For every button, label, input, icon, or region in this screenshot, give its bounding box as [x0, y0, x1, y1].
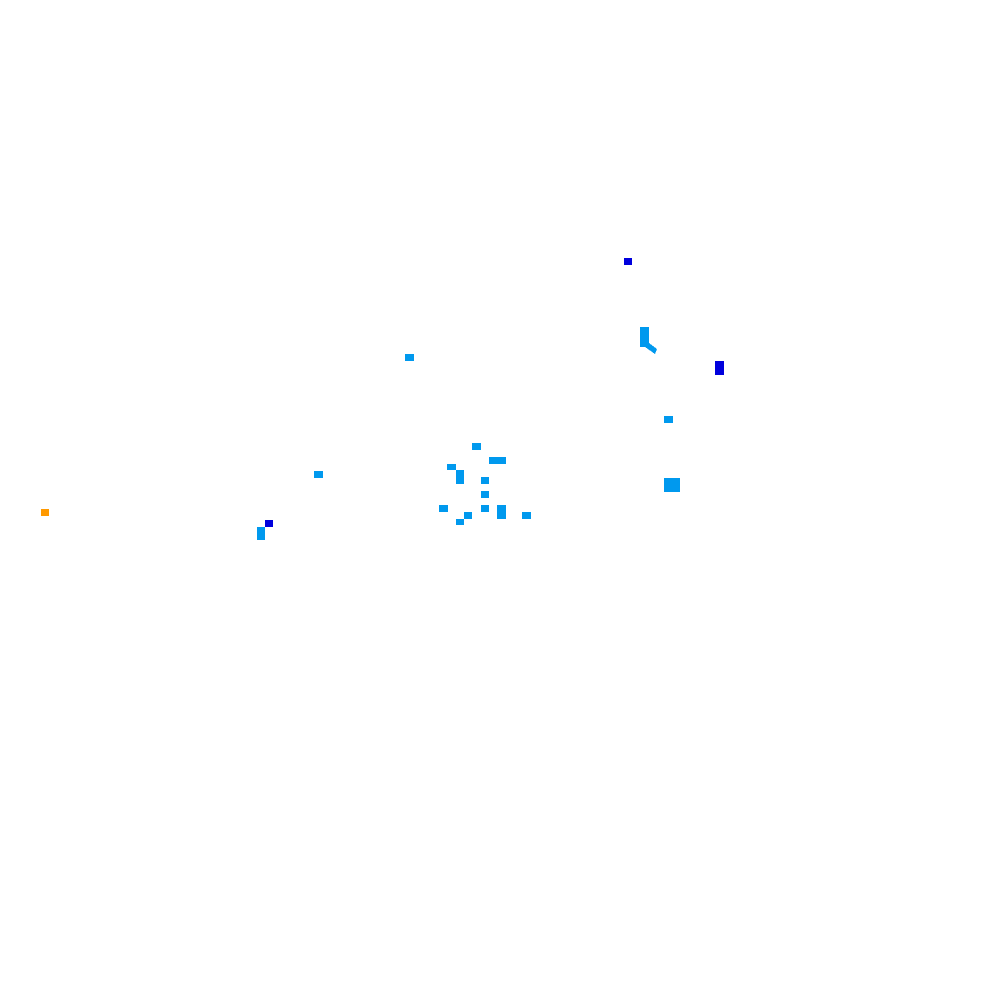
map-cell-dark-blue	[715, 361, 724, 375]
map-cell-light-blue	[447, 464, 456, 470]
feature-layer	[41, 258, 724, 540]
map-cell-dark-blue	[624, 258, 632, 265]
map-cell-light-blue	[314, 471, 323, 478]
map-cell-light-blue	[640, 327, 649, 347]
map-cell-light-blue	[664, 478, 680, 492]
map-cell-light-blue	[405, 354, 414, 361]
map-cell-light-blue	[481, 491, 489, 498]
map-cell-light-blue	[472, 443, 481, 450]
map-cell-light-blue	[645, 340, 657, 354]
map-cell-light-blue	[464, 512, 472, 519]
map-cell-light-blue	[481, 505, 489, 512]
map-cell-light-blue	[489, 457, 506, 464]
map-cell-light-blue	[664, 416, 673, 423]
map-cell-light-blue	[456, 519, 464, 525]
map-cell-light-blue	[257, 527, 265, 540]
map-cell-light-blue	[439, 505, 448, 512]
map-cell-light-blue	[456, 470, 464, 484]
map-cell-dark-blue	[265, 520, 273, 527]
map-cell-light-blue	[497, 505, 506, 519]
map-cell-light-blue	[481, 477, 489, 484]
map-cell-light-blue	[522, 512, 531, 519]
map-cell-orange	[41, 509, 49, 516]
map-cell-light-blue	[257, 527, 265, 533]
